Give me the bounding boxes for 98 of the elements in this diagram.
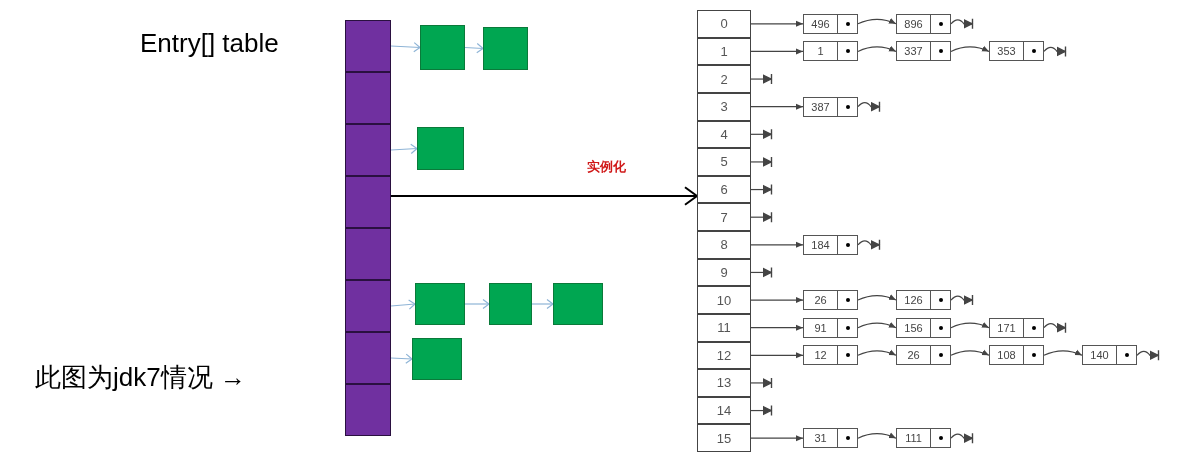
edge-label: 实例化 bbox=[585, 158, 628, 176]
arrow bbox=[1043, 349, 1083, 356]
arrow bbox=[464, 42, 484, 54]
arrow bbox=[750, 103, 804, 110]
array-slot bbox=[345, 20, 391, 72]
key-text: 353 bbox=[990, 42, 1024, 61]
arrow bbox=[857, 45, 897, 53]
list-node bbox=[896, 13, 951, 34]
list-node bbox=[896, 428, 951, 449]
key-text: 140 bbox=[1083, 346, 1117, 365]
key-text: 91 bbox=[804, 318, 838, 337]
key-text: 26 bbox=[897, 346, 931, 365]
arrow bbox=[750, 352, 804, 359]
entry-square bbox=[415, 283, 465, 325]
arrow bbox=[857, 18, 897, 25]
arrow bbox=[390, 42, 421, 53]
key-text: 171 bbox=[990, 318, 1024, 337]
arrow bbox=[750, 241, 804, 248]
arrow bbox=[857, 322, 897, 329]
note-text: 此图为jdk7情况 → bbox=[35, 361, 246, 394]
index-slot: 2 bbox=[697, 65, 751, 93]
entry-square bbox=[412, 338, 462, 380]
index-slot: 13 bbox=[697, 369, 751, 397]
entry-square bbox=[420, 25, 465, 70]
arrow bbox=[390, 353, 413, 364]
list-node bbox=[803, 317, 858, 338]
key-text: 156 bbox=[897, 318, 931, 337]
index-slot: 4 bbox=[697, 120, 751, 149]
arrow bbox=[857, 294, 897, 301]
index-slot: 3 bbox=[697, 92, 751, 121]
arrow bbox=[857, 349, 897, 356]
key-text: 31 bbox=[804, 429, 838, 448]
index-slot: 10 bbox=[697, 286, 751, 314]
arrow bbox=[390, 143, 418, 155]
list-node bbox=[803, 41, 858, 62]
entry-square bbox=[553, 283, 603, 325]
index-slot: 15 bbox=[697, 424, 751, 452]
index-slot: 14 bbox=[697, 396, 751, 425]
array-column bbox=[697, 10, 751, 452]
key-text: 387 bbox=[804, 97, 838, 116]
table-label: Entry[] table bbox=[140, 28, 279, 59]
arrow bbox=[531, 298, 554, 310]
entry-square bbox=[483, 27, 528, 70]
arrow bbox=[750, 324, 804, 331]
list-node bbox=[803, 345, 858, 366]
key-text: 337 bbox=[897, 42, 931, 61]
list-node bbox=[803, 13, 858, 34]
key-text: 26 bbox=[804, 291, 838, 310]
list-node bbox=[896, 290, 951, 311]
arrow bbox=[750, 435, 804, 442]
index-slot: 5 bbox=[697, 148, 751, 176]
arrow bbox=[390, 186, 698, 206]
key-text: 896 bbox=[897, 14, 931, 33]
index-slot: 0 bbox=[697, 10, 751, 38]
index-slot: 9 bbox=[697, 258, 751, 287]
array-column bbox=[345, 20, 391, 436]
list-node bbox=[989, 345, 1044, 366]
arrow bbox=[750, 48, 804, 55]
key-text: 496 bbox=[804, 14, 838, 33]
list-node bbox=[989, 317, 1044, 338]
list-node bbox=[803, 234, 858, 255]
key-text: 184 bbox=[804, 235, 838, 254]
list-node bbox=[896, 345, 951, 366]
index-slot: 11 bbox=[697, 313, 751, 342]
array-slot bbox=[345, 124, 391, 176]
list-node bbox=[1082, 345, 1137, 366]
list-node bbox=[803, 290, 858, 311]
array-slot bbox=[345, 332, 391, 384]
list-node bbox=[896, 41, 951, 62]
index-slot: 6 bbox=[697, 175, 751, 204]
array-slot bbox=[345, 176, 391, 228]
arrow bbox=[464, 298, 490, 310]
list-node bbox=[989, 41, 1044, 62]
entry-square bbox=[417, 127, 464, 170]
key-text: 108 bbox=[990, 346, 1024, 365]
array-slot bbox=[345, 384, 391, 436]
arrow bbox=[750, 20, 804, 27]
index-slot: 1 bbox=[697, 37, 751, 66]
arrow bbox=[950, 322, 990, 329]
index-slot: 12 bbox=[697, 341, 751, 370]
key-text: 12 bbox=[804, 346, 838, 365]
array-slot bbox=[345, 228, 391, 280]
arrow bbox=[950, 45, 990, 53]
list-node bbox=[803, 428, 858, 449]
index-slot: 8 bbox=[697, 231, 751, 259]
array-slot bbox=[345, 72, 391, 124]
list-node bbox=[803, 96, 858, 117]
arrow bbox=[390, 299, 416, 310]
array-slot bbox=[345, 280, 391, 332]
key-text: 126 bbox=[897, 291, 931, 310]
arrow bbox=[857, 432, 897, 439]
key-text: 1 bbox=[804, 42, 838, 61]
index-slot: 7 bbox=[697, 203, 751, 231]
arrow bbox=[750, 297, 804, 304]
list-node bbox=[896, 317, 951, 338]
entry-square bbox=[489, 283, 532, 325]
arrow bbox=[950, 349, 990, 356]
key-text: 111 bbox=[897, 429, 931, 448]
